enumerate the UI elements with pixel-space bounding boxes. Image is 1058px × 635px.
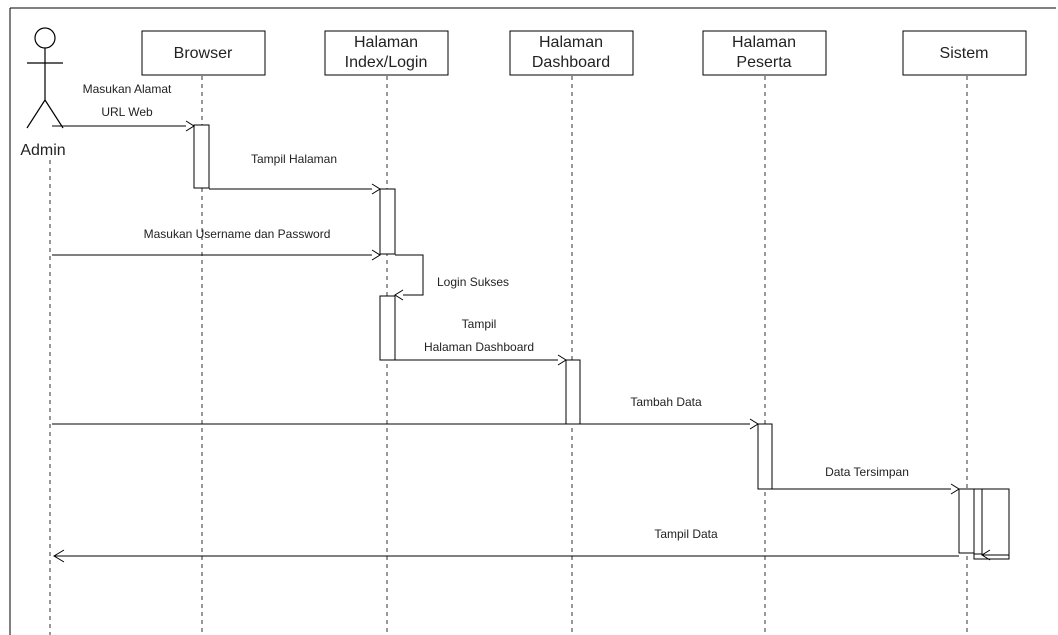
- arrow-head: [371, 183, 381, 195]
- message-label: Login Sukses: [437, 275, 509, 289]
- message-label: Tampil Halaman: [251, 152, 337, 166]
- message-label-line2: Halaman Dashboard: [424, 340, 534, 354]
- message-label-line1: Tampil: [462, 317, 497, 331]
- message-m8: [981, 488, 1010, 561]
- participant-dashboard: Halaman Dashboard: [509, 30, 634, 76]
- participant-login: Halaman Index/Login: [324, 30, 449, 76]
- participant-label-line2: Dashboard: [532, 54, 610, 71]
- message-m7: Data Tersimpan: [772, 465, 960, 495]
- message-label: Data Tersimpan: [825, 465, 909, 479]
- actor-left-leg: [26, 99, 46, 129]
- participant-sistem: Sistem: [902, 30, 1027, 76]
- actor-admin: Admin: [20, 27, 66, 159]
- message-m4: Login Sukses: [394, 254, 509, 301]
- actor-right-leg: [44, 99, 64, 129]
- arrow-head: [394, 289, 404, 301]
- arrow-head: [53, 549, 65, 563]
- message-m1: Masukan Alamat URL Web: [52, 82, 195, 132]
- arrow-head: [981, 549, 991, 561]
- message-m9: Tampil Data: [53, 527, 959, 563]
- participant-label: Sistem: [940, 45, 989, 62]
- message-m5: Tampil Halaman Dashboard: [395, 317, 567, 366]
- message-m2: Tampil Halaman: [209, 152, 381, 195]
- message-label: Masukan Username dan Password: [144, 227, 331, 241]
- participant-label: Browser: [174, 45, 233, 62]
- participant-label-line2: Index/Login: [345, 54, 428, 71]
- participant-label-line1: Halaman: [539, 34, 603, 51]
- participant-label-line1: Halaman: [732, 34, 796, 51]
- arrow-head: [371, 249, 381, 261]
- arrow-head: [185, 120, 195, 132]
- activation-sistem-1: [958, 488, 975, 554]
- participant-label-line2: Peserta: [736, 54, 791, 71]
- actor-label: Admin: [20, 142, 65, 159]
- message-m3: Masukan Username dan Password: [52, 227, 381, 261]
- message-label-line1: Masukan Alamat: [83, 82, 172, 96]
- message-label-line2: URL Web: [101, 105, 153, 119]
- message-label: Tampil Data: [654, 527, 718, 541]
- arrow-head: [950, 483, 960, 495]
- participant-browser: Browser: [141, 30, 266, 76]
- actor-head: [34, 27, 56, 49]
- activation-peserta: [757, 423, 773, 490]
- activation-sistem-2: [973, 488, 983, 555]
- arrow-head: [749, 418, 759, 430]
- participant-peserta: Halaman Peserta: [702, 30, 827, 76]
- participant-label-line1: Halaman: [354, 34, 418, 51]
- activation-login-2: [379, 295, 396, 361]
- arrow-head: [557, 354, 567, 366]
- message-label: Tambah Data: [630, 395, 702, 409]
- message-m6: Tambah Data: [52, 395, 759, 430]
- activation-browser: [193, 124, 210, 189]
- activation-dashboard: [565, 359, 581, 425]
- activation-login-1: [379, 188, 396, 255]
